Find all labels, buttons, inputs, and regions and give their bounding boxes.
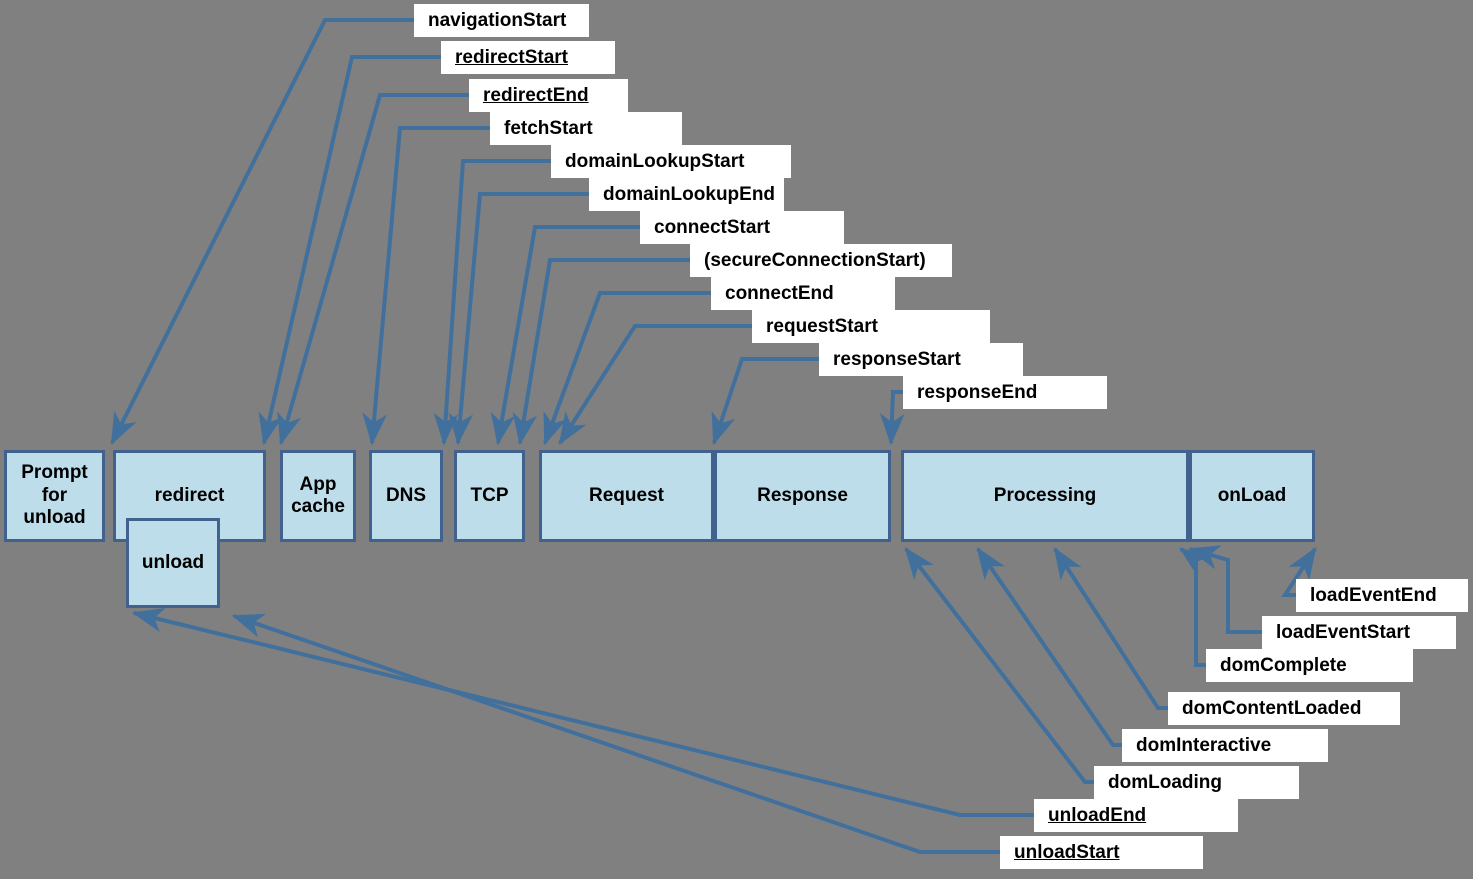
phase-label: DNS [385, 484, 427, 506]
event-label-domainLookupStart: domainLookupStart [551, 145, 791, 178]
phase-label: TCP [470, 484, 509, 506]
event-label-text: responseEnd [917, 382, 1038, 403]
event-label-text: domComplete [1220, 655, 1347, 676]
event-label-responseStart: responseStart [819, 343, 1023, 376]
event-label-text: requestStart [766, 316, 878, 337]
event-label-text: domainLookupStart [565, 151, 745, 172]
event-label-secureConnectionStart: (secureConnectionStart) [690, 244, 952, 277]
event-label-text: loadEventEnd [1310, 585, 1437, 606]
phase-label: unload [141, 551, 205, 573]
event-label-text: domContentLoaded [1182, 698, 1362, 719]
event-label-redirectEnd: redirectEnd [469, 79, 628, 112]
event-label-navigationStart: navigationStart [414, 4, 589, 37]
event-label-fetchStart: fetchStart [490, 112, 682, 145]
event-label-domainLookupEnd: domainLookupEnd [589, 178, 784, 211]
event-label-connectStart: connectStart [640, 211, 844, 244]
phase-label: redirect [154, 484, 225, 506]
event-label-text: responseStart [833, 349, 961, 370]
phase-label: Request [589, 484, 664, 506]
timeline-phase-dns: DNS [369, 450, 443, 542]
timeline-phase-request: Request [539, 450, 714, 542]
event-label-domInteractive: domInteractive [1122, 729, 1328, 762]
event-label-connectEnd: connectEnd [711, 277, 895, 310]
event-label-text: domLoading [1108, 772, 1222, 793]
timeline-phase-unload: unload [126, 518, 220, 608]
event-label-text: (secureConnectionStart) [704, 250, 926, 271]
event-label-text: domInteractive [1136, 735, 1272, 756]
event-label-text: redirectEnd [483, 85, 589, 106]
event-label-requestStart: requestStart [752, 310, 990, 343]
event-label-domLoading: domLoading [1094, 766, 1299, 799]
event-label-unloadStart: unloadStart [1000, 836, 1203, 869]
phase-label: onLoad [1217, 484, 1287, 506]
phase-label: Processing [993, 484, 1097, 506]
event-label-domContentLoaded: domContentLoaded [1168, 692, 1400, 725]
event-label-text: unloadEnd [1048, 805, 1147, 826]
event-label-text: connectEnd [725, 283, 834, 304]
event-label-text: unloadStart [1014, 842, 1120, 863]
event-label-unloadEnd: unloadEnd [1034, 799, 1238, 832]
event-label-loadEventStart: loadEventStart [1262, 616, 1456, 649]
event-label-domComplete: domComplete [1206, 649, 1413, 682]
event-label-redirectStart: redirectStart [441, 41, 615, 74]
timeline-phase-response: Response [714, 450, 891, 542]
event-label-text: fetchStart [504, 118, 593, 139]
event-label-text: navigationStart [428, 10, 567, 31]
timeline-phase-processing: Processing [901, 450, 1189, 542]
event-label-text: domainLookupEnd [603, 184, 776, 205]
event-label-loadEventEnd: loadEventEnd [1296, 579, 1468, 612]
event-label-text: redirectStart [455, 47, 568, 68]
timeline-phase-tcp: TCP [454, 450, 525, 542]
phase-label: Response [757, 484, 848, 506]
event-label-responseEnd: responseEnd [903, 376, 1107, 409]
timeline-phase-onload: onLoad [1189, 450, 1315, 542]
event-label-text: loadEventStart [1276, 622, 1411, 643]
event-label-text: connectStart [654, 217, 771, 238]
